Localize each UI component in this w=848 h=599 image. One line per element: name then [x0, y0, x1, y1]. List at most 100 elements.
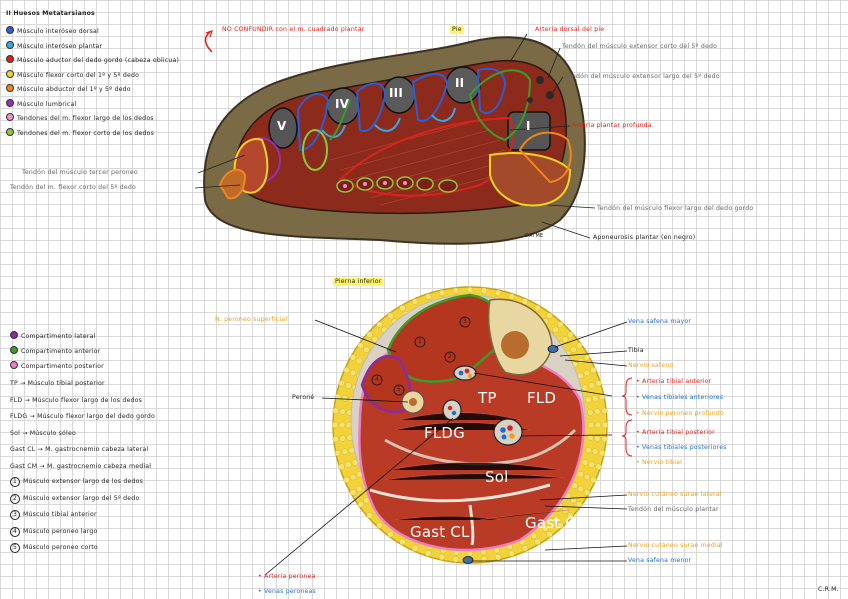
label-nervio-cutaneo-lat: Nervio cutáneo surae lateral [628, 491, 722, 498]
number-badge: 4 [10, 526, 20, 537]
label-tendon-flexor-largo: Tendón del músculo flexor largo del dedo… [597, 205, 754, 212]
foot-legend-item: Tendones del m. flexor corto de los dedo… [6, 127, 155, 138]
muscle-label-gcm: Gast CM [525, 514, 590, 532]
compartment-legend-item: Compartimento lateral [10, 331, 95, 341]
legend-color-swatch [6, 69, 14, 78]
foot-legend-item: Músculo interóseo dorsal [6, 26, 99, 36]
foot-legend-item: Músculo interóseo plantar [6, 40, 102, 51]
label-perone: Peroné [292, 394, 315, 401]
label-venas-tibiales-post: • Venas tibiales posteriores [636, 444, 727, 451]
muscle-label-sol: Sol [485, 468, 509, 486]
compartment-label: Compartimento lateral [21, 333, 96, 340]
credit: C.R.M. [818, 586, 839, 593]
label-tendon-flexor-corto: Tendón del m. flexor corto del 5º dedo [10, 184, 136, 191]
legend-color-swatch [6, 55, 14, 63]
number-badge: 5 [10, 543, 20, 553]
label-arteria-tibial-post: • Arteria tibial posterior [636, 429, 715, 436]
label-vena-safena-mayor: Vena safena mayor [628, 318, 692, 325]
compartment-swatch [10, 331, 18, 339]
label-tibia: Tibia [628, 347, 644, 354]
compartment-swatch [10, 361, 18, 369]
compartment-label: Compartimento posterior [21, 363, 104, 370]
numbered-muscle-label: Músculo peroneo largo [23, 527, 98, 535]
abbreviation-item: Gast CL → M. gastrocnemio cabeza lateral [10, 446, 149, 453]
foot-legend-label: Tendones del m. flexor corto de los dedo… [17, 129, 155, 137]
abbreviation-item: Gast CM → M. gastrocnemio cabeza medial [10, 462, 152, 470]
legend-color-swatch [6, 84, 14, 92]
leg-num-5: 5 [397, 386, 402, 393]
abbreviation-item: FLD → Músculo flexor largo de los dedos [10, 396, 143, 404]
label-n-peroneo: N. peroneo superficial [215, 316, 288, 323]
foot-title: Pie [450, 26, 464, 34]
metatarsal-I-label: I [526, 119, 531, 133]
label-tendon-tercer-peroneo: Tendón del músculo tercer peroneo [22, 169, 138, 176]
foot-legend-label: Músculo flexor corto del 1º y 5º dedo [17, 71, 140, 79]
compartment-legend-item: Compartimento posterior [10, 361, 104, 371]
foot-legend-item: Músculo abductor del 1º y 5º dedo [6, 84, 131, 94]
label-arteria-tibial-ant: • Arteria tibial anterior [636, 378, 712, 385]
label-aponeurosis: Aponeurosis plantar (en negro) [593, 234, 696, 241]
numbered-muscle-label: Músculo tibial anterior [23, 511, 97, 518]
compartment-legend-item: Compartimento anterior [10, 346, 100, 356]
foot-legend-item: Músculo aductor del dedo gordo (cabeza o… [6, 55, 179, 65]
metatarsal-II-label: II [455, 76, 465, 90]
foot-legend-item: Músculo lumbrical [6, 98, 77, 109]
foot-signature: DATME [525, 233, 544, 239]
foot-legend-label: Tendones del m. flexor largo de los dedo… [17, 115, 154, 122]
leg-title: Pierna inferior [333, 278, 384, 286]
label-nervio-tibial: • Nervio tibial [636, 459, 683, 466]
label-arteria-peronea: • Arteria peronea [258, 573, 316, 580]
foot-legend-label: Músculo aductor del dedo gordo (cabeza o… [17, 57, 180, 64]
foot-legend-item: Tendones del m. flexor largo de los dedo… [6, 113, 154, 123]
number-badge: 1 [10, 477, 20, 487]
compartment-label: Compartimento anterior [21, 348, 101, 355]
abbreviation-item: TP → Músculo tibial posterior [10, 380, 105, 387]
legend-color-swatch [6, 113, 14, 121]
numbered-muscle-label: Músculo extensor largo del 5º dedo [23, 494, 140, 502]
label-nervio-cutaneo-med: Nervio cutáneo surae medial [628, 542, 723, 549]
abbreviation-item: FLDG → Músculo flexor largo del dedo gor… [10, 413, 156, 420]
leg-num-3: 3 [463, 318, 468, 325]
foot-legend-label: Músculo interóseo dorsal [17, 28, 99, 35]
metatarsal-III-label: III [389, 86, 403, 100]
foot-heading: II Huesos Metatarsianos [6, 10, 95, 17]
legend-color-swatch [6, 98, 14, 107]
label-venas-tibiales-ant: • Venas tibiales anteriores [636, 394, 724, 401]
legend-color-swatch [6, 40, 14, 49]
compartment-swatch [10, 346, 18, 354]
foot-note: NO CONFUNDIR con el m. cuadrado plantar [222, 26, 365, 33]
numbered-muscle-label: Músculo peroneo corto [23, 544, 98, 551]
numbered-muscle-label: Músculo extensor largo de los dedos [23, 478, 144, 485]
number-badge: 2 [10, 493, 20, 504]
muscle-label-tp: TP [478, 389, 497, 407]
muscle-label-gcl: Gast CL [410, 523, 470, 541]
label-vena-safena-menor: Vena safena menor [628, 557, 692, 564]
abbreviation-item: Sol → Músculo sóleo [10, 429, 76, 437]
label-venas-peroneas: • Venas peroneas [258, 588, 316, 595]
legend-color-swatch [6, 127, 14, 136]
foot-legend-label: Músculo abductor del 1º y 5º dedo [17, 86, 131, 93]
leg-num-4: 4 [375, 376, 380, 383]
leg-num-1: 1 [418, 338, 423, 345]
label-arteria-plantar: Arteria plantar profunda [572, 122, 652, 129]
foot-legend-item: Músculo flexor corto del 1º y 5º dedo [6, 69, 140, 80]
label-tendon-ext-largo: Tendón del músculo extensor largo del 5º… [565, 73, 720, 80]
metatarsal-V-label: V [277, 119, 287, 133]
label-nervio-safeno: Nervio safeno [628, 362, 674, 369]
label-arteria-dorsal: Arteria dorsal del pie [535, 26, 605, 33]
number-badge: 3 [10, 510, 20, 520]
muscle-label-fld: FLD [527, 389, 557, 407]
label-tendon-plantar: Tendón del músculo plantar [628, 506, 719, 513]
metatarsal-IV-label: IV [335, 97, 350, 111]
legend-color-swatch [6, 26, 14, 34]
foot-legend-label: Músculo lumbrical [17, 100, 77, 108]
leg-num-2: 2 [448, 353, 453, 360]
label-tendon-ext-corto: Tendón del músculo extensor corto del 5º… [562, 43, 718, 50]
